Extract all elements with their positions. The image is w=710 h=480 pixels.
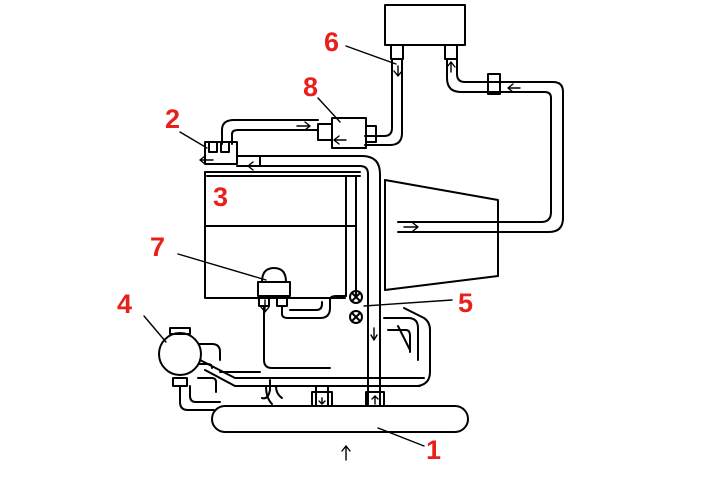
leader-line-1: [377, 427, 425, 447]
flow-arrows: [199, 61, 521, 461]
arrow-down-icon: [260, 299, 270, 313]
callout-7: 7: [150, 232, 166, 262]
engine-top-pipe: [236, 155, 381, 319]
upper-hose: [221, 119, 319, 145]
arrow-left-icon: [333, 135, 347, 145]
arrow-down-icon: [370, 327, 378, 341]
arrow-left-icon: [247, 161, 262, 171]
tank-return-hose: [364, 58, 403, 146]
arrow-down-icon: [318, 397, 326, 405]
thermostat-housing: [317, 117, 377, 149]
callout-5: 5: [458, 288, 474, 318]
leader-line-5: [363, 299, 453, 307]
radiator-housing: [384, 179, 499, 291]
arrow-down-icon: [393, 65, 403, 77]
arrow-up-icon: [341, 445, 351, 461]
callout-1: 1: [426, 435, 442, 465]
arrow-left-icon: [507, 83, 521, 93]
arrow-right-icon: [296, 121, 311, 131]
lower-tank: [211, 405, 469, 433]
engine-block: [204, 171, 361, 299]
arrow-left-icon: [199, 155, 214, 165]
arrow-up-icon: [371, 395, 379, 405]
leader-line-2: [179, 131, 208, 149]
water-pump: [158, 327, 221, 411]
callout-3: 3: [213, 182, 229, 212]
leader-line-4: [143, 315, 167, 343]
arrow-up-icon: [446, 61, 456, 73]
leader-line-8: [317, 97, 341, 123]
leader-line-7: [177, 253, 267, 281]
engine-fitting: [204, 141, 238, 165]
bypass-valve: [257, 267, 347, 369]
expansion-tank: [384, 4, 466, 60]
callout-8: 8: [303, 72, 319, 102]
callout-4: 4: [117, 289, 133, 319]
riser-pipe: [345, 175, 357, 297]
arrow-right-icon: [403, 222, 419, 232]
leader-line-6: [345, 45, 397, 65]
lower-hoses: [199, 307, 431, 407]
callout-2: 2: [165, 104, 181, 134]
callout-6: 6: [324, 27, 340, 57]
leader-lines: [143, 45, 453, 447]
valve-pair: [349, 290, 363, 324]
tank-supply-hose: [397, 58, 564, 233]
